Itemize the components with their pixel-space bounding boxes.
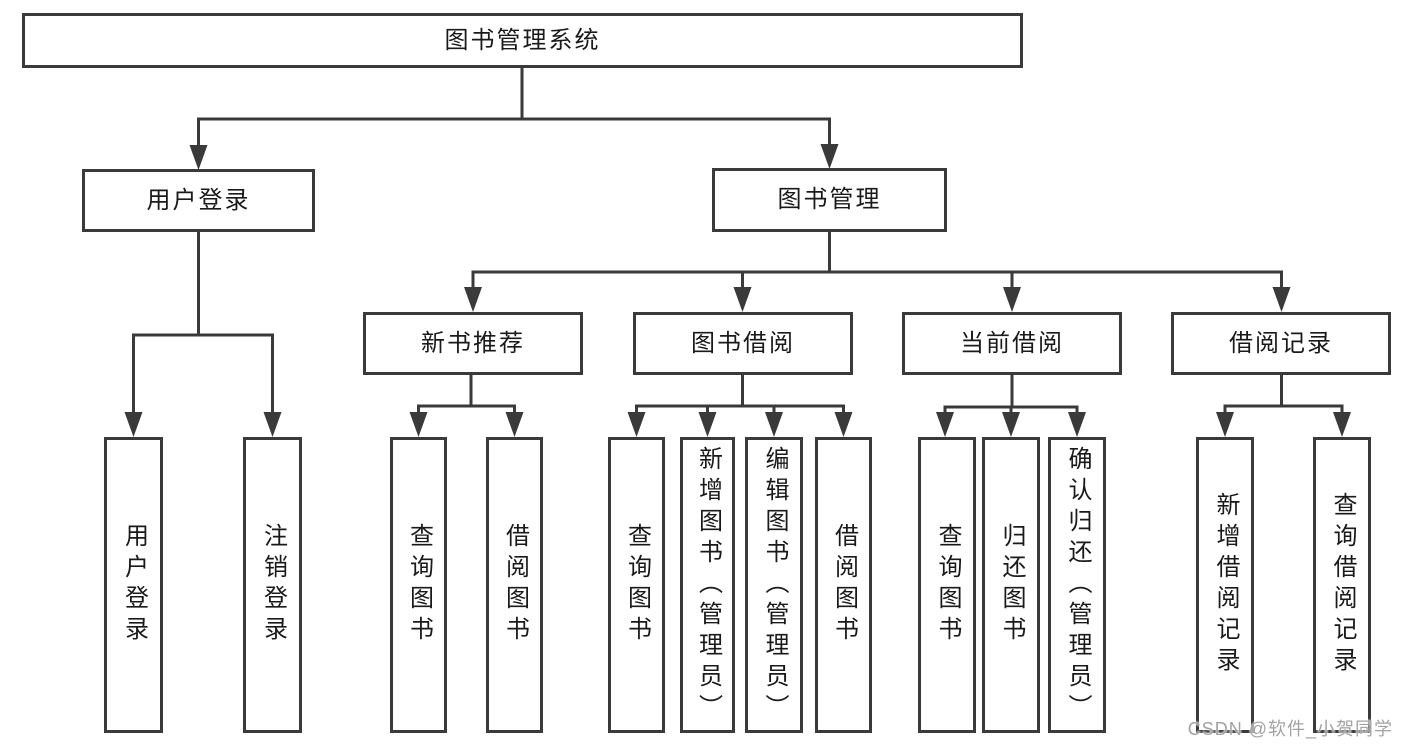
connector-new-book-recommend-to-leaves: [409, 373, 524, 437]
node-current-borrow: 当前借阅: [902, 312, 1122, 375]
node-user-login: 用户登录: [82, 169, 315, 232]
leaf-query-books-current-label: 查询图书: [934, 523, 961, 647]
leaf-logout: 注销登录: [243, 437, 302, 733]
connector-root-to-level2: [189, 66, 839, 170]
leaf-query-books-borrow: 查询图书: [608, 437, 665, 733]
leaf-user-login-label: 用户登录: [120, 523, 148, 647]
node-book-borrow-label: 图书借阅: [691, 329, 795, 357]
leaf-borrow-books-label: 借阅图书: [830, 523, 858, 647]
connector-borrow-records-to-leaves: [1216, 373, 1351, 437]
node-user-login-label: 用户登录: [146, 186, 251, 214]
leaf-query-books-recommend: 查询图书: [390, 437, 447, 733]
node-book-management-label: 图书管理: [777, 186, 882, 213]
leaf-edit-book-admin: 编辑图书（管理员）: [745, 437, 803, 733]
csdn-watermark: CSDN @软件_小贺同学: [1187, 719, 1393, 739]
node-current-borrow-label: 当前借阅: [960, 329, 1064, 357]
node-borrow-records-label: 借阅记录: [1229, 329, 1333, 357]
connector-book-management-to-level3: [464, 230, 1291, 312]
leaf-borrow-books-recommend-label: 借阅图书: [501, 523, 529, 647]
node-book-management: 图书管理: [712, 168, 947, 232]
node-borrow-records: 借阅记录: [1171, 312, 1391, 375]
leaf-add-book-admin-label: 新增图书（管理员）: [694, 445, 722, 725]
node-new-book-recommend: 新书推荐: [363, 312, 583, 375]
leaf-borrow-books: 借阅图书: [815, 437, 872, 733]
leaf-logout-label: 注销登录: [259, 523, 287, 647]
leaf-add-borrow-record: 新增借阅记录: [1196, 437, 1254, 733]
leaf-add-borrow-record-label: 新增借阅记录: [1212, 492, 1239, 678]
connector-book-borrow-to-leaves: [627, 373, 853, 437]
node-new-book-recommend-label: 新书推荐: [421, 329, 525, 357]
leaf-confirm-return-admin-label: 确认归还（管理员）: [1064, 445, 1091, 725]
leaf-query-books-borrow-label: 查询图书: [623, 523, 651, 647]
leaf-query-borrow-record: 查询借阅记录: [1313, 437, 1371, 733]
leaf-return-book-label: 归还图书: [998, 523, 1025, 647]
leaf-user-login: 用户登录: [104, 437, 163, 733]
connector-user-login-to-leaves: [124, 230, 282, 437]
leaf-return-book: 归还图书: [982, 437, 1040, 733]
leaf-borrow-books-recommend: 借阅图书: [486, 437, 543, 733]
leaf-query-borrow-record-label: 查询借阅记录: [1329, 492, 1356, 678]
connector-current-borrow-to-leaves: [936, 373, 1086, 437]
node-root: 图书管理系统: [22, 13, 1023, 68]
leaf-query-books-recommend-label: 查询图书: [405, 523, 433, 647]
leaf-confirm-return-admin: 确认归还（管理员）: [1048, 437, 1106, 733]
node-book-borrow: 图书借阅: [633, 312, 853, 375]
node-root-label: 图书管理系统: [444, 26, 601, 54]
leaf-query-books-current: 查询图书: [918, 437, 976, 733]
leaf-add-book-admin: 新增图书（管理员）: [680, 437, 735, 733]
leaf-edit-book-admin-label: 编辑图书（管理员）: [761, 445, 788, 725]
